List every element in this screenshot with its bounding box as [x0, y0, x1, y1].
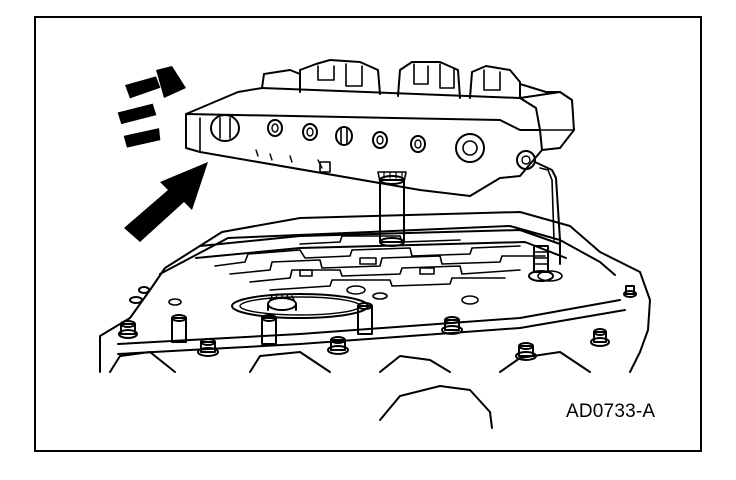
valve-body	[185, 87, 575, 265]
gasket-recess	[231, 293, 369, 319]
center-post	[377, 171, 407, 247]
motion-lines-icon	[117, 66, 186, 148]
figure-code-label: AD0733-A	[566, 401, 656, 422]
stud-bolt	[528, 245, 554, 282]
transmission-case	[99, 211, 651, 373]
case-pins	[171, 302, 373, 345]
deck-holes	[168, 270, 563, 306]
spring-gear	[267, 293, 297, 311]
case-opening	[379, 385, 493, 429]
up-right-arrow-icon	[124, 162, 208, 242]
separator-plate-channels	[214, 235, 546, 291]
valve-body-top-details	[261, 59, 561, 99]
case-bolts	[118, 285, 637, 361]
